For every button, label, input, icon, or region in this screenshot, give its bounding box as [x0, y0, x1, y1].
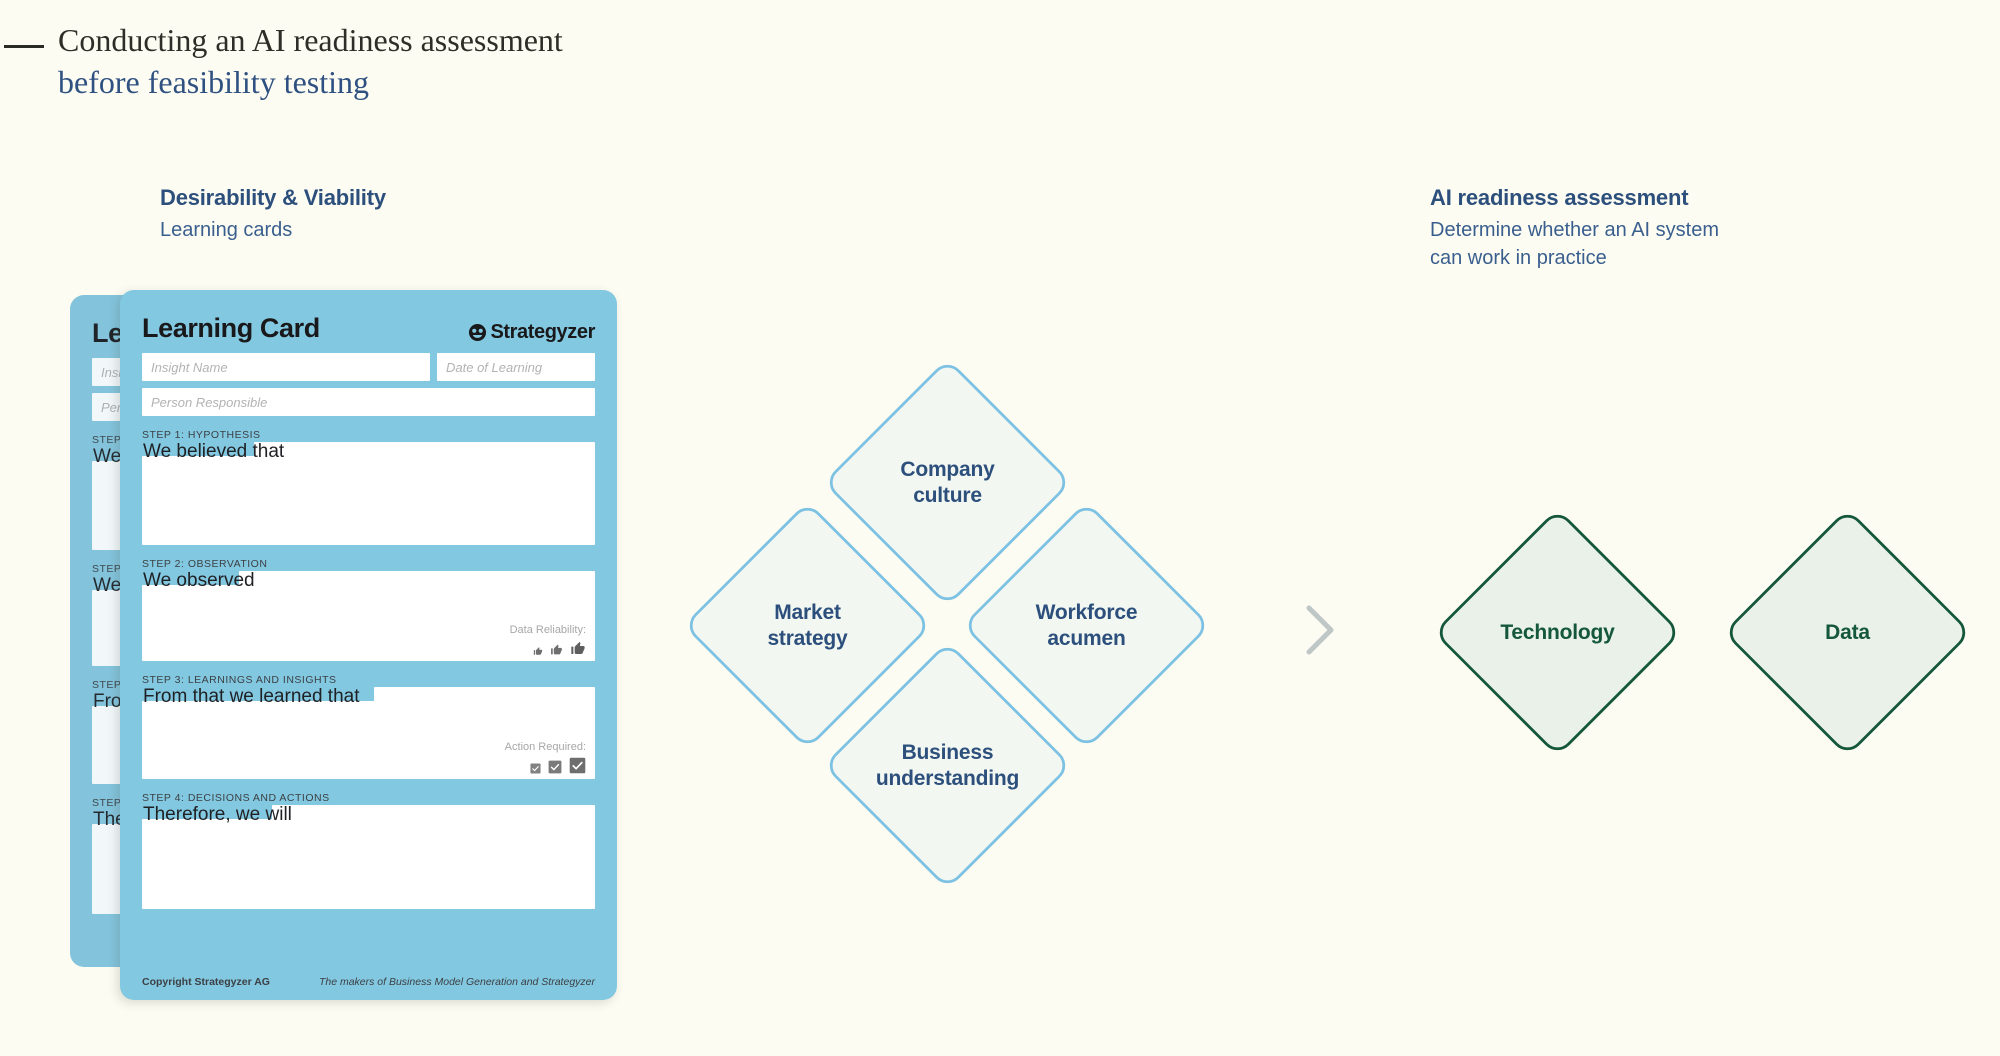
diamond-workforce-acumen[interactable]: Workforce acumen	[959, 498, 1214, 753]
checkbox-row[interactable]	[505, 757, 586, 774]
diamond-label-line1: Market	[774, 600, 841, 624]
step-label-1: STEP 1: HYPOTHESIS	[142, 429, 261, 441]
insight-name-input[interactable]: Insight Name	[142, 353, 430, 381]
page-title-line2: before feasibility testing	[58, 63, 370, 100]
diamond-label-line1: Business	[901, 740, 994, 764]
page-title: Conducting an AI readiness assessment be…	[58, 20, 958, 103]
step-prompt-2: We observed	[143, 570, 255, 591]
diamond-label-line2: strategy	[767, 626, 848, 650]
section-heading-right: AI readiness assessment Determine whethe…	[1430, 185, 1719, 272]
learning-card-front[interactable]: Learning Card Strategyzer Insight Name D…	[120, 290, 617, 1000]
card-step-3: STEP 3: LEARNINGS AND INSIGHTS From that…	[142, 674, 595, 779]
step-label-4: STEP 4: DECISIONS AND ACTIONS	[142, 792, 330, 804]
diamond-label-line2: culture	[913, 483, 982, 507]
card-step-1: STEP 1: HYPOTHESIS We believed that	[142, 429, 595, 545]
page-title-line1: Conducting an AI readiness assessment	[58, 22, 563, 58]
card-footer: Copyright Strategyzer AG The makers of B…	[142, 976, 595, 988]
diamond-label-technology: Technology	[1500, 620, 1615, 644]
section-title-ai-readiness: AI readiness assessment	[1430, 185, 1689, 210]
thumbs-up-icon-medium[interactable]	[550, 643, 563, 656]
person-responsible-input[interactable]: Person Responsible	[142, 388, 595, 416]
diamond-label-data: Data	[1825, 620, 1870, 644]
step-box-4[interactable]	[142, 819, 595, 909]
thumbs-up-icon-small[interactable]	[533, 646, 543, 656]
action-required-control[interactable]: Action Required:	[505, 741, 586, 774]
card-title: Learning Card	[142, 313, 320, 343]
checkbox-icon-small[interactable]	[530, 763, 541, 774]
section-title-desirability: Desirability & Viability	[160, 185, 386, 210]
diamond-label-company-culture: Company culture	[900, 457, 994, 508]
title-dash	[4, 45, 44, 48]
date-of-learning-input[interactable]: Date of Learning	[437, 353, 595, 381]
card-header: Learning Card Strategyzer	[142, 308, 595, 343]
checkbox-icon-large[interactable]	[569, 757, 586, 774]
diamond-market-strategy[interactable]: Market strategy	[680, 498, 935, 753]
section-subtitle-line1: Determine whether an AI system	[1430, 219, 1720, 241]
chevron-right-icon	[1300, 600, 1340, 665]
action-required-label: Action Required:	[504, 741, 586, 754]
step-label-2: STEP 2: OBSERVATION	[142, 558, 268, 570]
step-prompt-1: We believed that	[143, 441, 285, 462]
diamond-data[interactable]: Data	[1720, 505, 1975, 760]
section-subtitle-ai-readiness: Determine whether an AI system can work …	[1430, 217, 1719, 272]
data-reliability-control[interactable]: Data Reliability:	[510, 624, 586, 656]
diamond-label-business-understanding: Business understanding	[876, 740, 1019, 791]
section-heading-left: Desirability & Viability Learning cards	[160, 185, 386, 245]
diamond-business-understanding[interactable]: Business understanding	[820, 638, 1075, 893]
step-prompt-3: From that we learned that	[143, 686, 360, 707]
data-reliability-label: Data Reliability:	[509, 624, 586, 637]
learning-card-content: Learning Card Strategyzer Insight Name D…	[120, 290, 617, 1000]
step-box-2[interactable]	[142, 585, 595, 661]
strategyzer-logo-icon	[468, 323, 487, 342]
card-fields-row: Insight Name Date of Learning	[142, 353, 595, 381]
diamond-label-line1: Workforce	[1035, 600, 1138, 624]
strategyzer-wordmark: Strategyzer	[490, 321, 595, 343]
card-step-2: STEP 2: OBSERVATION We observed Data Rel…	[142, 558, 595, 661]
checkbox-icon-medium[interactable]	[548, 760, 562, 774]
thumbs-row[interactable]	[510, 640, 586, 656]
card-copyright: Copyright Strategyzer AG	[142, 976, 270, 988]
step-box-3[interactable]	[142, 701, 595, 779]
diamond-technology[interactable]: Technology	[1430, 505, 1685, 760]
strategyzer-brand: Strategyzer	[468, 322, 595, 342]
card-tagline: The makers of Business Model Generation …	[318, 976, 595, 988]
thumbs-up-icon-large[interactable]	[570, 640, 586, 656]
diamond-label-workforce-acumen: Workforce acumen	[1036, 600, 1138, 651]
diamond-label-market-strategy: Market strategy	[767, 600, 847, 651]
step-prompt-4: Therefore, we will	[143, 804, 292, 825]
step-box-1[interactable]	[142, 456, 595, 545]
diamond-label-line1: Company	[900, 457, 995, 481]
diamond-company-culture[interactable]: Company culture	[820, 355, 1075, 610]
step-label-3: STEP 3: LEARNINGS AND INSIGHTS	[142, 674, 337, 686]
diamond-label-line2: understanding	[875, 766, 1020, 790]
card-step-4: STEP 4: DECISIONS AND ACTIONS Therefore,…	[142, 792, 595, 909]
section-subtitle-line2: can work in practice	[1430, 246, 1607, 269]
section-subtitle-learning-cards: Learning cards	[160, 219, 293, 241]
diamond-label-line2: acumen	[1047, 626, 1126, 650]
